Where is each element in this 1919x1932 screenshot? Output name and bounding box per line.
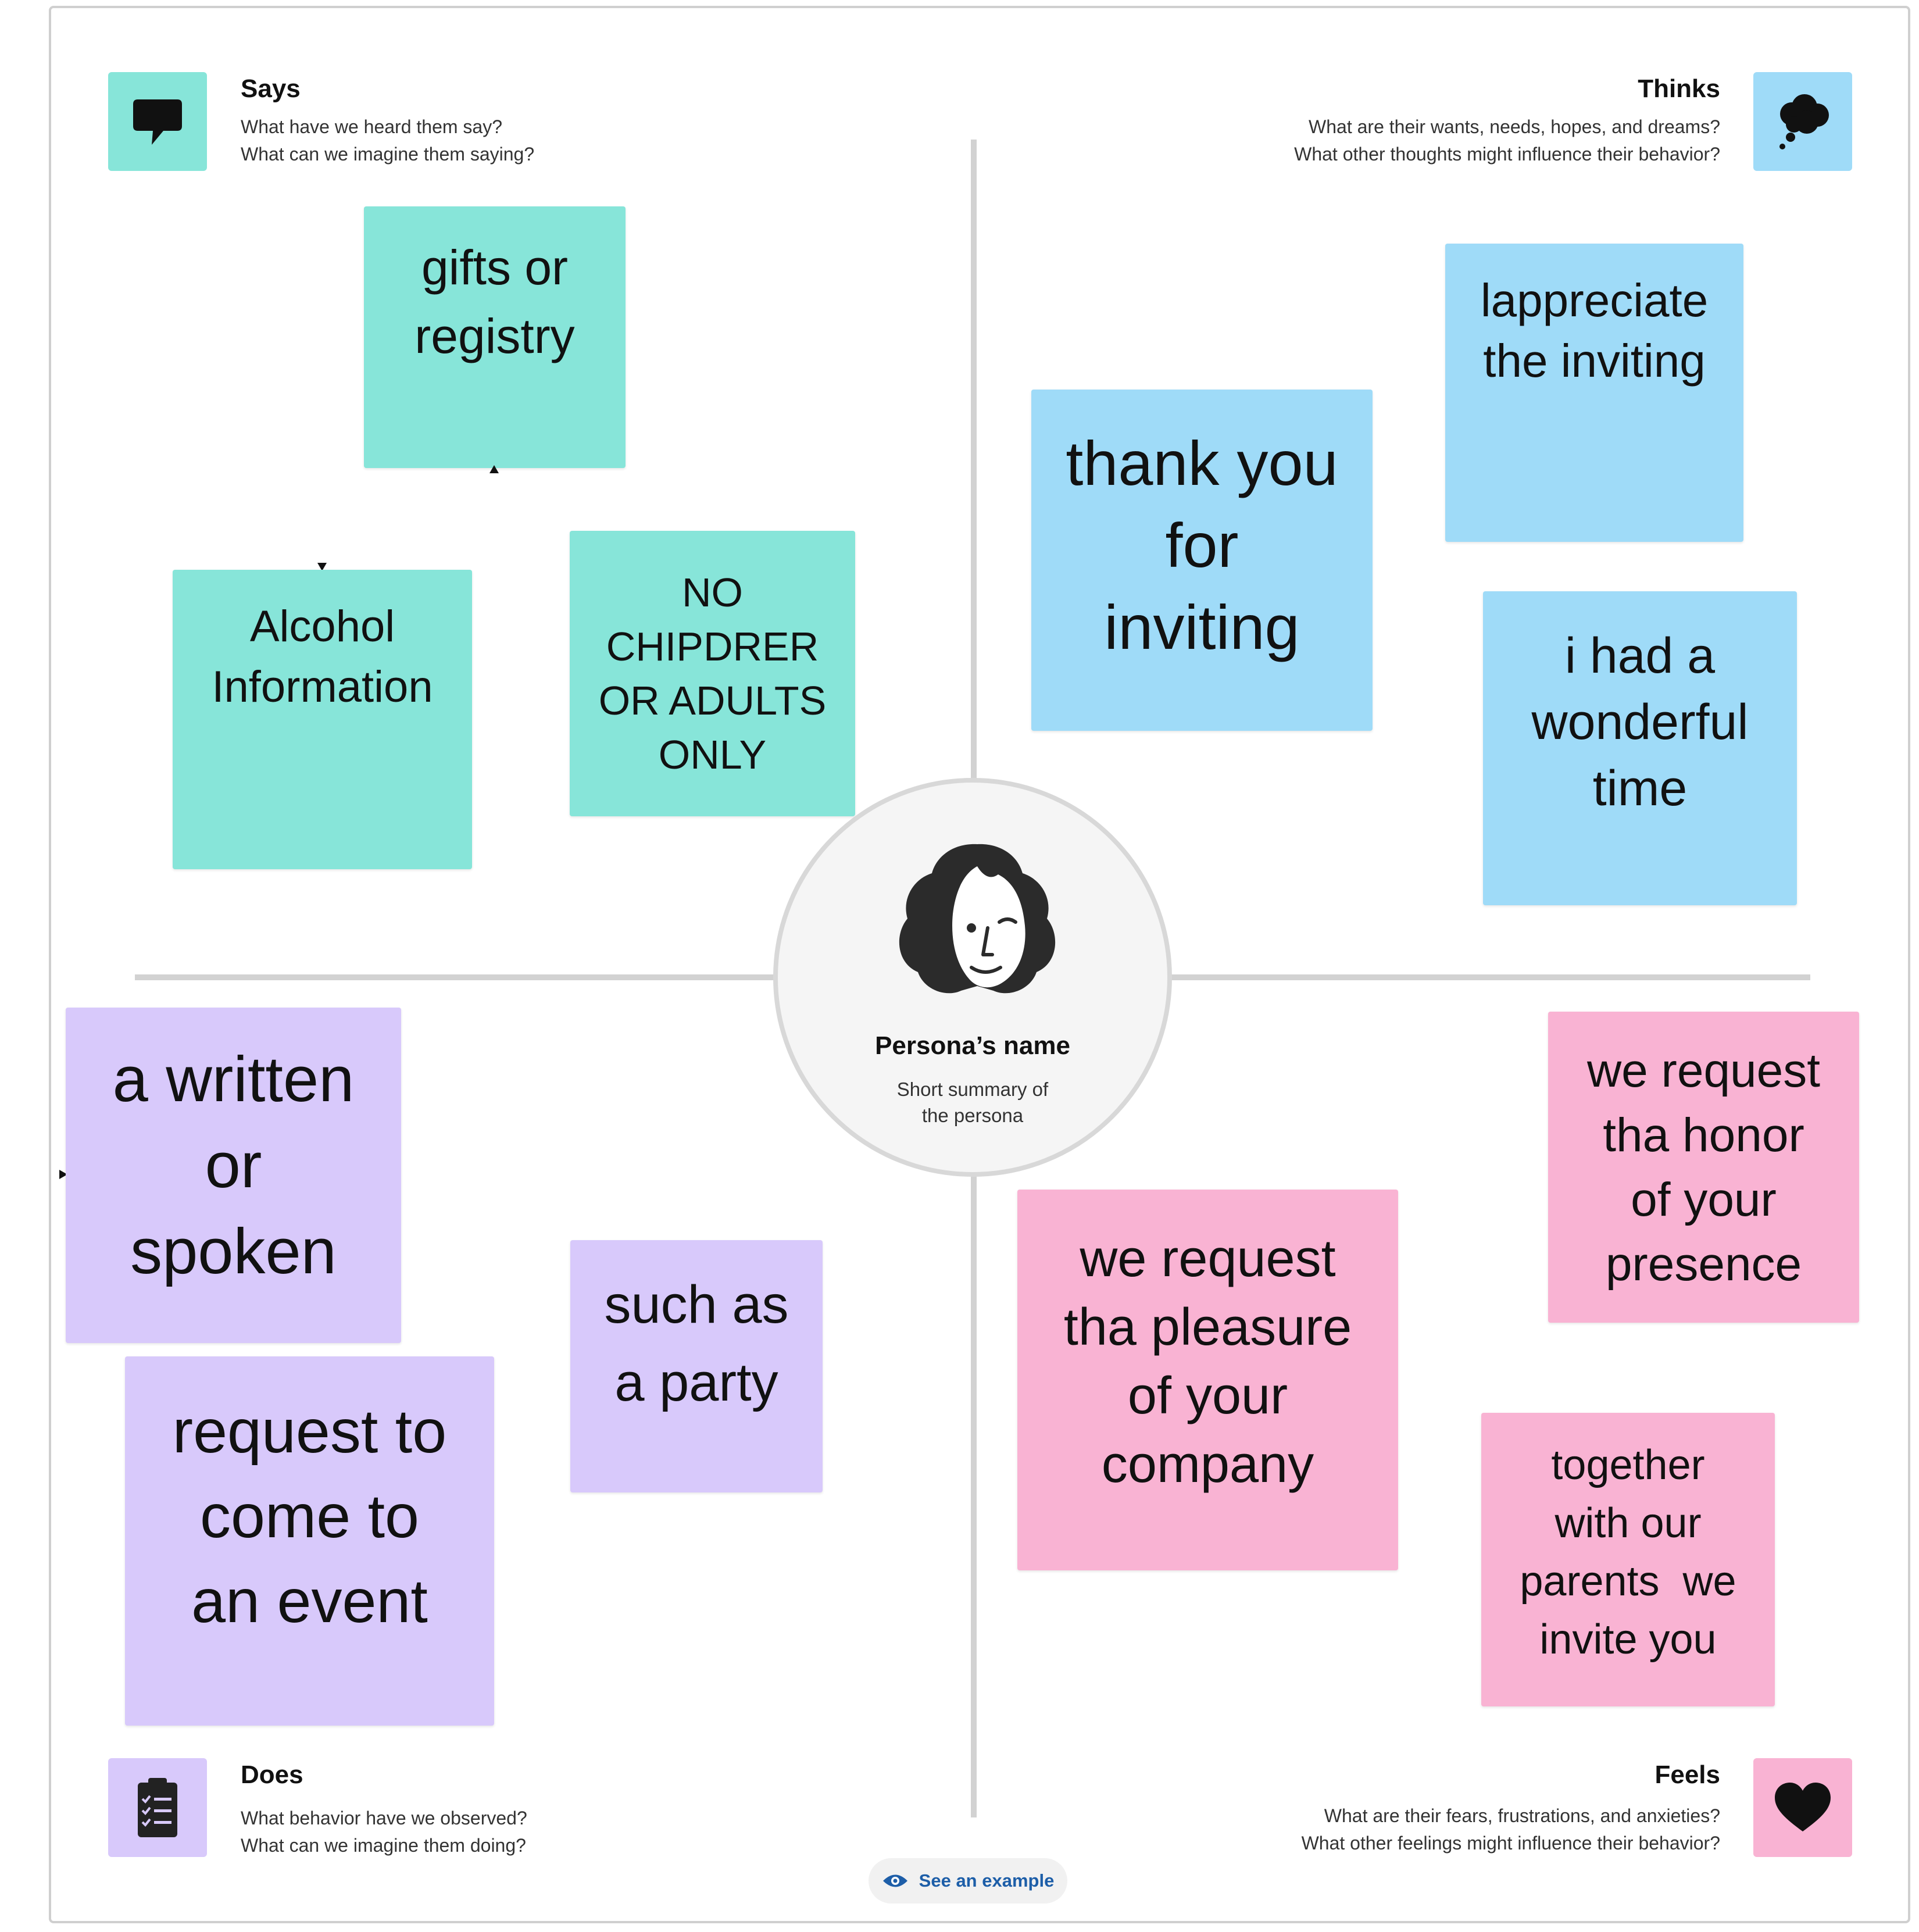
sticky-text-line: Information xyxy=(212,662,433,712)
connector-arrow-down xyxy=(317,563,327,571)
sticky-text-line: CHIPDRER xyxy=(606,624,819,669)
sticky-text-line: thank you xyxy=(1066,428,1338,498)
sticky-text-line: registry xyxy=(414,309,575,363)
sticky-text-line: presence xyxy=(1605,1238,1802,1291)
connector-arrow-right xyxy=(59,1170,67,1179)
see-example-label: See an example xyxy=(919,1870,1055,1891)
vertical-divider-bottom xyxy=(971,1176,977,1817)
thinks-subtitle: What are their wants, needs, hopes, and … xyxy=(1294,113,1720,168)
sticky-text-line: a written xyxy=(112,1044,355,1115)
heart-icon xyxy=(1775,1783,1831,1831)
persona-face-icon xyxy=(899,844,1056,994)
says-icon-tile xyxy=(108,72,207,171)
sticky-text-line: tha pleasure xyxy=(1063,1298,1352,1356)
sticky-text-line: or xyxy=(205,1130,262,1201)
sticky-note-thinks-3[interactable]: i had a wonderful time xyxy=(1483,591,1797,905)
sticky-text-line: time xyxy=(1592,760,1688,816)
sticky-text-line: with our xyxy=(1555,1500,1702,1547)
persona-summary[interactable]: Short summary of the persona xyxy=(877,1076,1069,1129)
sticky-note-says-1[interactable]: gifts or registry xyxy=(364,206,626,468)
thinks-question-1: What are their wants, needs, hopes, and … xyxy=(1309,116,1720,137)
sticky-note-thinks-2[interactable]: thank you for inviting xyxy=(1031,390,1373,731)
sticky-text-line: parents we xyxy=(1520,1558,1736,1605)
sticky-text-line: tha honor xyxy=(1603,1109,1804,1162)
sticky-text-line: invite you xyxy=(1539,1616,1717,1663)
sticky-text-line: spoken xyxy=(130,1216,337,1287)
sticky-text-line: we request xyxy=(1586,1044,1821,1097)
sticky-text-line: together xyxy=(1551,1442,1705,1488)
feels-question-2: What other feelings might influence thei… xyxy=(1301,1833,1720,1854)
thinks-icon-tile xyxy=(1753,72,1852,171)
sticky-note-does-2[interactable]: such as a party xyxy=(570,1240,823,1492)
sticky-note-thinks-1[interactable]: lappreciate the inviting xyxy=(1445,244,1743,542)
sticky-text-line: an event xyxy=(191,1567,428,1635)
sticky-note-feels-1[interactable]: we request tha honor of your presence xyxy=(1548,1012,1859,1323)
sticky-text-line: of your xyxy=(1631,1173,1777,1226)
persona-name[interactable]: Persona’s name xyxy=(875,1031,1070,1060)
does-title: Does xyxy=(241,1760,303,1789)
persona-summary-line-2: the persona xyxy=(921,1105,1024,1126)
sticky-text-line: for xyxy=(1165,510,1239,580)
horizontal-divider-left xyxy=(135,974,774,980)
sticky-text-line: wonderful xyxy=(1531,694,1749,750)
feels-subtitle: What are their fears, frustrations, and … xyxy=(1302,1802,1720,1857)
sticky-text-line: such as xyxy=(604,1275,789,1334)
says-question-2: What can we imagine them saying? xyxy=(241,144,535,165)
horizontal-divider-right xyxy=(1171,974,1810,980)
feels-icon-tile xyxy=(1753,1758,1852,1857)
says-subtitle: What have we heard them say? What can we… xyxy=(241,113,534,168)
sticky-text-line: a party xyxy=(614,1353,778,1412)
sticky-note-does-3[interactable]: request to come to an event xyxy=(125,1356,494,1726)
sticky-text-line: OR ADULTS xyxy=(598,678,827,723)
sticky-text-line: inviting xyxy=(1104,592,1300,662)
sticky-text-line: request to xyxy=(172,1397,447,1466)
sticky-text-line: come to xyxy=(199,1482,420,1551)
speech-bubble-icon xyxy=(133,99,182,145)
thinks-question-2: What other thoughts might influence thei… xyxy=(1294,144,1720,165)
thinks-title: Thinks xyxy=(1638,74,1720,103)
sticky-text-line: the inviting xyxy=(1483,335,1706,387)
does-icon-tile xyxy=(108,1758,207,1857)
persona-summary-line-1: Short summary of xyxy=(896,1079,1049,1100)
sticky-text-line: company xyxy=(1101,1435,1314,1494)
sticky-text-line: i had a xyxy=(1564,628,1716,684)
eye-icon xyxy=(882,1874,907,1887)
sticky-text-line: we request xyxy=(1080,1230,1336,1288)
does-subtitle: What behavior have we observed? What can… xyxy=(241,1805,527,1859)
feels-title: Feels xyxy=(1654,1760,1720,1789)
vertical-divider-top xyxy=(971,140,977,779)
does-question-2: What can we imagine them doing? xyxy=(241,1835,526,1856)
says-title: Says xyxy=(241,74,301,103)
thought-cloud-icon xyxy=(1779,94,1829,149)
does-question-1: What behavior have we observed? xyxy=(241,1808,527,1829)
says-question-1: What have we heard them say? xyxy=(241,116,503,137)
sticky-text-line: gifts or xyxy=(421,240,569,295)
sticky-note-feels-3[interactable]: together with our parents we invite you xyxy=(1481,1413,1775,1706)
sticky-text-line: ONLY xyxy=(658,732,767,777)
clipboard-checklist-icon xyxy=(138,1778,177,1837)
feels-question-1: What are their fears, frustrations, and … xyxy=(1324,1805,1720,1826)
sticky-text-line: Alcohol xyxy=(249,602,395,651)
sticky-text-line: NO xyxy=(682,570,743,615)
connector-arrow-up xyxy=(489,465,499,473)
persona-card[interactable]: Persona’s name Short summary of the pers… xyxy=(773,778,1172,1177)
sticky-note-does-1[interactable]: a written or spoken xyxy=(66,1008,401,1343)
sticky-note-feels-2[interactable]: we request tha pleasure of your company xyxy=(1017,1190,1398,1570)
sticky-text-line: lappreciate xyxy=(1480,274,1709,326)
sticky-text-line: of your xyxy=(1127,1367,1288,1425)
sticky-note-says-3[interactable]: NO CHIPDRER OR ADULTS ONLY xyxy=(570,531,855,816)
see-example-button[interactable]: See an example xyxy=(869,1858,1067,1904)
